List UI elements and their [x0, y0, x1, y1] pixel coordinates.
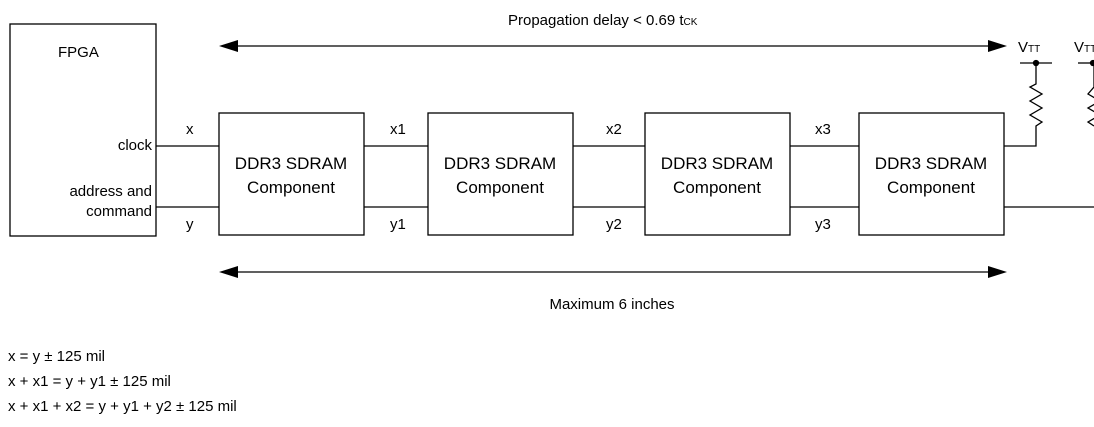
segment-label-y1: y1 [390, 216, 406, 233]
component-4-line1: DDR3 SDRAM [875, 154, 987, 173]
address-pin-label-2: command [86, 203, 152, 220]
segment-label-y2: y2 [606, 216, 622, 233]
equation-1: x = y ± 125 mil [8, 348, 106, 365]
segment-label-x3: x3 [815, 121, 831, 138]
maximum-length-dimension: Maximum 6 inches [219, 266, 1007, 313]
clock-pin-label: clock [118, 137, 153, 154]
fpga-title: FPGA [58, 44, 99, 61]
segment-label-x2: x2 [606, 121, 622, 138]
segment-label-y: y [186, 216, 194, 233]
address-pin-label-1: address and [69, 183, 152, 200]
segment-label-y3: y3 [815, 216, 831, 233]
propagation-delay-label: Propagation delay < 0.69 tCK [508, 12, 698, 29]
vtt-label-1: VTT [1018, 39, 1040, 56]
component-1-line2: Component [247, 178, 335, 197]
component-2-line1: DDR3 SDRAM [444, 154, 556, 173]
fpga-block: FPGA clock address and command [9, 23, 157, 237]
component-3-line2: Component [673, 178, 761, 197]
equation-2: x + x1 = y + y1 ± 125 mil [8, 373, 171, 390]
ddr3-component-1: DDR3 SDRAM Component [218, 112, 365, 236]
ddr3-component-2: DDR3 SDRAM Component [427, 112, 574, 236]
component-3-line1: DDR3 SDRAM [661, 154, 773, 173]
component-1-line1: DDR3 SDRAM [235, 154, 347, 173]
component-4-line2: Component [887, 178, 975, 197]
equation-3: x + x1 + x2 = y + y1 + y2 ± 125 mil [8, 398, 237, 415]
ddr3-component-3: DDR3 SDRAM Component [644, 112, 791, 236]
propagation-delay-dimension: Propagation delay < 0.69 tCK [219, 12, 1007, 52]
maximum-length-label: Maximum 6 inches [549, 296, 674, 313]
address-termination [1004, 59, 1094, 208]
ddr3-component-4: DDR3 SDRAM Component [858, 112, 1005, 236]
clock-termination [1004, 59, 1052, 147]
component-2-line2: Component [456, 178, 544, 197]
segment-label-x1: x1 [390, 121, 406, 138]
vtt-label-2: VTT [1074, 39, 1094, 56]
segment-label-x: x [186, 121, 194, 138]
equations: x = y ± 125 mil x + x1 = y + y1 ± 125 mi… [8, 344, 237, 419]
